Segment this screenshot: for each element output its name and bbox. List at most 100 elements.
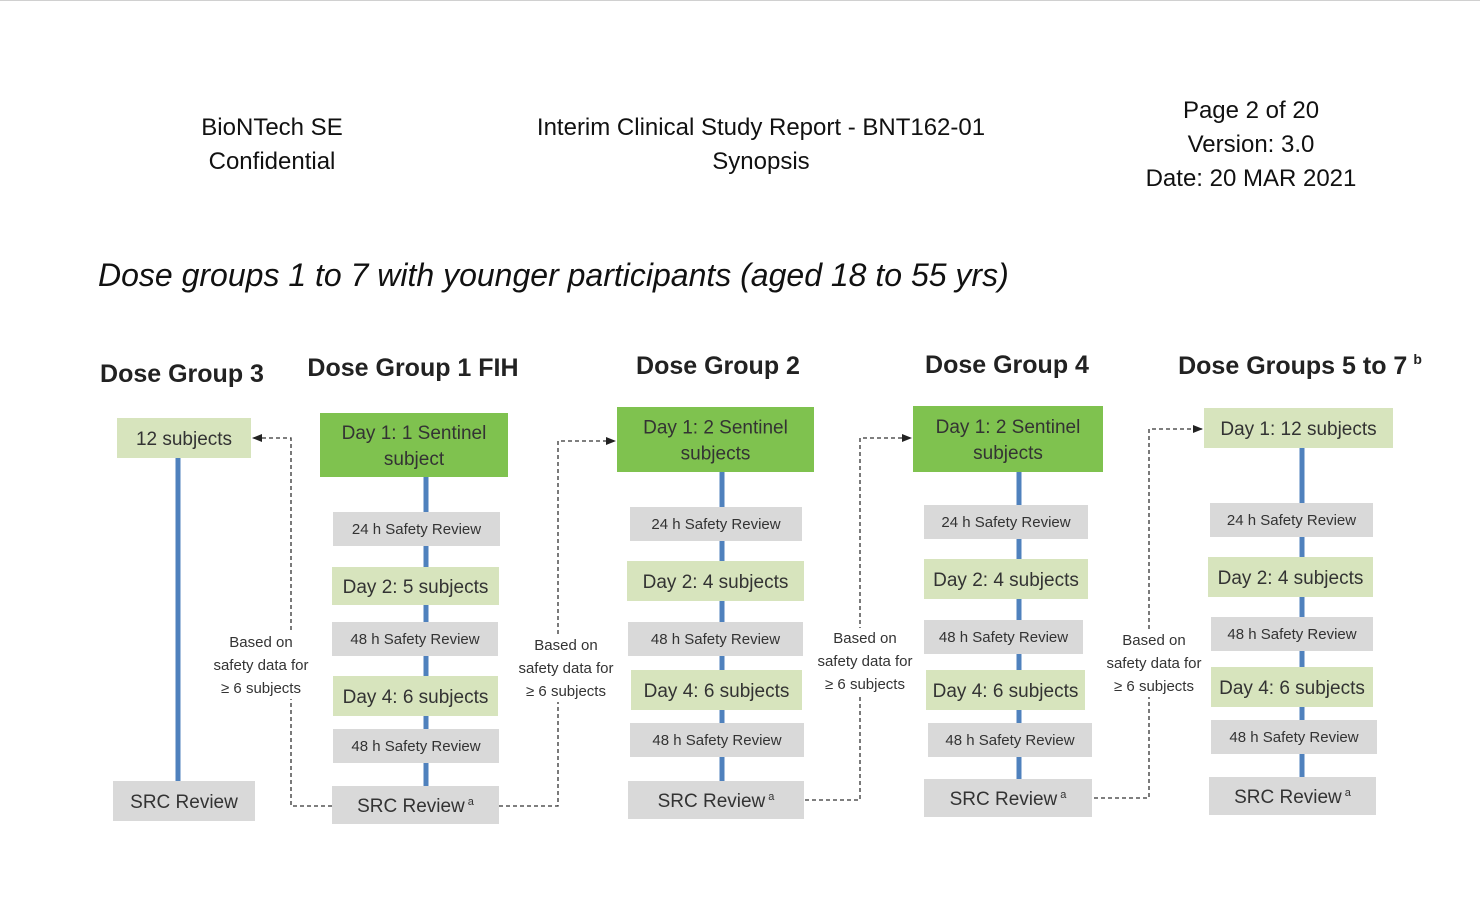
box-label: Day 2: 4 subjects (1218, 568, 1364, 589)
review-box: 24 h Safety Review (333, 512, 500, 546)
subjects-box: Day 1: 12 subjects (1204, 408, 1393, 448)
report-section: Synopsis (712, 148, 810, 175)
box-label: 48 h Safety Review (652, 732, 781, 749)
title-superscript: b (1413, 351, 1422, 367)
subjects-box: Day 2: 4 subjects (924, 559, 1088, 599)
box-label: 24 h Safety Review (1227, 512, 1356, 529)
box-label: 24 h Safety Review (651, 516, 780, 533)
dose-group-3: Day 1: 2 Sentinel subjects 24 h Safety Rev… (617, 407, 814, 819)
box-label: Day 2: 4 subjects (933, 570, 1079, 591)
subjects-box: Day 2: 4 subjects (627, 561, 804, 601)
review-box: SRC Review (113, 781, 255, 821)
review-box: 24 h Safety Review (924, 505, 1088, 539)
box-label: Day 4: 6 subjects (933, 681, 1079, 702)
box-label: SRC Review (130, 792, 238, 813)
review-box: 48 h Safety Review (333, 729, 499, 763)
box-label: 48 h Safety Review (351, 738, 480, 755)
dose-group-title: Dose Group 4 (925, 351, 1089, 379)
box-superscript: a (768, 791, 775, 803)
date-label: Date: 20 MAR 2021 (1145, 165, 1357, 192)
box-label: Day 2: 4 subjects (643, 572, 789, 593)
progression-arrow (499, 437, 616, 807)
progression-arrow (1094, 425, 1203, 799)
box-label: 48 h Safety Review (1229, 729, 1358, 746)
box-label: subjects (681, 444, 751, 465)
box-label: Day 1: 2 Sentinel (643, 418, 788, 439)
box-label: 12 subjects (136, 429, 232, 450)
header-report: Interim Clinical Study Report - BNT162-0… (500, 111, 1022, 179)
box-label: 48 h Safety Review (945, 732, 1074, 749)
top-rule (0, 0, 1480, 1)
subjects-box: 12 subjects (117, 418, 251, 458)
box-label: 48 h Safety Review (939, 629, 1068, 646)
review-box: 48 h Safety Review (924, 620, 1083, 654)
subjects-box: Day 1: 2 Sentinel subjects (913, 406, 1103, 472)
box-superscript: a (1345, 787, 1352, 799)
note-background (209, 632, 313, 699)
report-title: Interim Clinical Study Report - BNT162-0… (536, 114, 986, 141)
box-superscript: a (468, 796, 475, 808)
box-label: subject (384, 449, 445, 470)
subjects-box: Day 4: 6 subjects (926, 670, 1085, 710)
subjects-box: Day 1: 2 Sentinel subjects (617, 407, 814, 472)
confidential-label: Confidential (208, 148, 336, 175)
dose-group-title: Dose Group 3 (100, 360, 264, 388)
subjects-box: Day 4: 6 subjects (333, 676, 498, 716)
review-box: 48 h Safety Review (1211, 617, 1373, 651)
box-label: 48 h Safety Review (1227, 626, 1356, 643)
box-label: Day 4: 6 subjects (644, 681, 790, 702)
header-company: BioNTech SE Confidential (172, 111, 372, 179)
progression-arrow (252, 434, 332, 807)
subjects-box: Day 4: 6 subjects (631, 670, 802, 710)
box-label: 48 h Safety Review (651, 631, 780, 648)
box-label: Day 1: 2 Sentinel (936, 417, 1081, 438)
dose-group-4: Day 1: 2 Sentinel subjects 24 h Safety Rev… (913, 406, 1103, 817)
review-box: 48 h Safety Review (630, 723, 804, 757)
box-label: subjects (973, 443, 1043, 464)
diagram-subtitle: Dose groups 1 to 7 with younger particip… (98, 257, 1009, 293)
box-label: Day 4: 6 subjects (343, 687, 489, 708)
box-label: 24 h Safety Review (352, 521, 481, 538)
review-box: 48 h Safety Review (928, 723, 1092, 757)
company-name: BioNTech SE (201, 114, 343, 141)
box-superscript: a (1060, 789, 1067, 801)
box-label: Day 1: 1 Sentinel (342, 423, 487, 444)
subjects-box: Day 4: 6 subjects (1211, 667, 1373, 707)
note-background (813, 628, 917, 695)
dose-group-title: Dose Group 2 (636, 352, 800, 380)
subjects-box: Day 1: 1 Sentinel subject (320, 413, 508, 477)
dose-group-5: Day 1: 12 subjects 24 h Safety ReviewDay … (1204, 408, 1393, 815)
review-box: 48 h Safety Review (628, 622, 803, 656)
box-label: 48 h Safety Review (350, 631, 479, 648)
box-label: Day 2: 5 subjects (343, 577, 489, 598)
subjects-box: Day 2: 5 subjects (332, 567, 499, 605)
review-box: 24 h Safety Review (1210, 503, 1373, 537)
box-label: 24 h Safety Review (941, 514, 1070, 531)
version-label: Version: 3.0 (1187, 131, 1315, 158)
dose-group-title: Dose Group 1 FIH (307, 354, 518, 382)
box-label: Day 1: 12 subjects (1220, 419, 1376, 440)
note-background (514, 635, 618, 702)
review-box: 48 h Safety Review (332, 622, 498, 656)
progression-arrow (805, 434, 912, 801)
review-box: 48 h Safety Review (1211, 720, 1377, 754)
box-label: Day 4: 6 subjects (1219, 678, 1365, 699)
page-number: Page 2 of 20 (1182, 97, 1320, 124)
subjects-box: Day 2: 4 subjects (1208, 557, 1373, 597)
review-box: 24 h Safety Review (630, 507, 802, 541)
dose-group-2: Day 1: 1 Sentinel subject 24 h Safety Revi… (320, 413, 508, 824)
